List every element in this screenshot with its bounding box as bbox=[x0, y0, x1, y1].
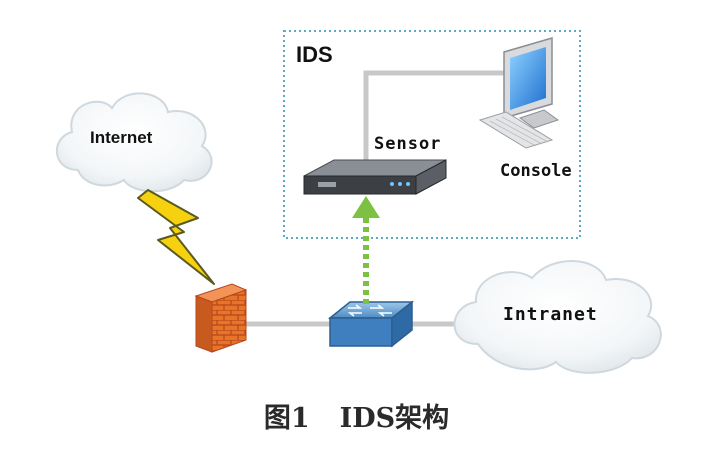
figure-title: IDS架构 bbox=[339, 403, 450, 434]
console-computer-icon bbox=[478, 37, 560, 149]
internet-label: Internet bbox=[90, 128, 153, 147]
internet-cloud-icon bbox=[55, 92, 213, 193]
ids-label: IDS bbox=[296, 42, 333, 67]
ids-boundary-box bbox=[283, 30, 581, 239]
intranet-label: Intranet bbox=[503, 304, 598, 325]
firewall-icon bbox=[194, 283, 248, 353]
figure-caption: 图1 IDS架构 bbox=[0, 396, 713, 435]
console-label: Console bbox=[500, 161, 572, 181]
switch-icon bbox=[327, 300, 415, 348]
mirrored-traffic-arrow bbox=[352, 196, 380, 304]
lightning-bolt-icon bbox=[137, 189, 215, 285]
sensor-console-link bbox=[363, 70, 505, 166]
intranet-cloud-icon bbox=[453, 260, 662, 374]
sensor-label: Sensor bbox=[374, 134, 442, 154]
sensor-appliance-icon bbox=[303, 159, 447, 195]
figure-number: 图1 bbox=[263, 403, 310, 434]
